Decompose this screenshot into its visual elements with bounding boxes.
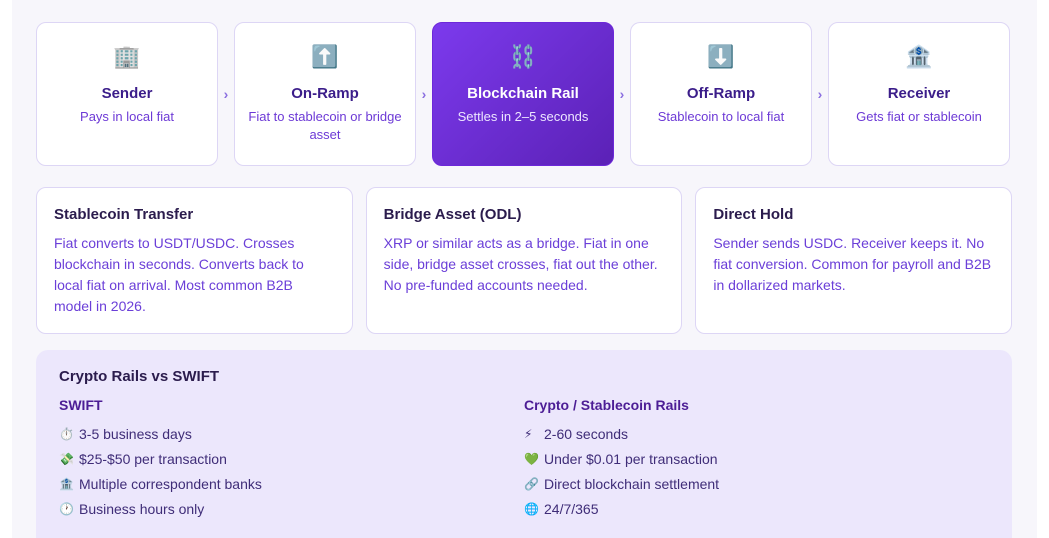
flow-step-on-ramp: ⬆️ On-Ramp Fiat to stablecoin or bridge …: [234, 22, 416, 166]
stopwatch-icon: ⏱️: [59, 426, 74, 441]
list-item-text: Multiple correspondent banks: [79, 475, 262, 492]
step-subtitle: Fiat to stablecoin or bridge asset: [248, 109, 402, 142]
list-item: 🏦 Multiple correspondent banks: [59, 471, 524, 496]
link-icon: 🔗: [524, 476, 539, 491]
chevron-right-icon: ›: [817, 86, 823, 102]
list-item: ⏱️ 3-5 business days: [59, 421, 524, 446]
list-item-text: Business hours only: [79, 500, 205, 517]
list-item: 🔗 Direct blockchain settlement: [524, 471, 989, 496]
flow-step-off-ramp: ⬇️ Off-Ramp Stablecoin to local fiat: [630, 22, 812, 166]
list-item-text: 3-5 business days: [79, 425, 192, 442]
step-title: Sender: [101, 85, 153, 102]
lightning-icon: ⚡: [524, 426, 533, 441]
step-title: Blockchain Rail: [467, 85, 579, 102]
card-text: Sender sends USDC. Receiver keeps it. No…: [713, 235, 992, 293]
card-title: Stablecoin Transfer: [54, 206, 194, 223]
model-cards: Stablecoin Transfer Fiat converts to USD…: [36, 187, 1013, 334]
column-heading: Crypto / Stablecoin Rails: [524, 397, 689, 413]
card-title: Direct Hold: [713, 206, 794, 223]
list-item-text: 24/7/365: [544, 500, 599, 517]
crypto-column: Crypto / Stablecoin Rails ⚡2-60 seconds …: [524, 397, 989, 521]
list-item-text: Under $0.01 per transaction: [544, 450, 718, 467]
clock-icon: 🕐: [59, 501, 74, 516]
card-text: XRP or similar acts as a bridge. Fiat in…: [383, 235, 658, 293]
swift-column: SWIFT ⏱️ 3-5 business days 💸 $25-$50 per t…: [59, 397, 524, 521]
list-item-text: Direct blockchain settlement: [544, 475, 720, 492]
card-bridge-asset: Bridge Asset (ODL) XRP or similar acts a…: [365, 187, 683, 334]
step-subtitle: Pays in local fiat: [80, 109, 174, 124]
bank-icon: 🏦: [59, 476, 74, 491]
green-heart-icon: 💚: [524, 451, 539, 466]
list-item-text: 2-60 seconds: [544, 425, 629, 442]
list-item: 🕐 Business hours only: [59, 496, 524, 521]
list-item: 💸 $25-$50 per transaction: [59, 446, 524, 471]
step-subtitle: Gets fiat or stablecoin: [856, 109, 982, 124]
column-heading: SWIFT: [59, 397, 103, 413]
up-arrow-icon: ⬆️: [311, 44, 339, 69]
payment-flow: 🏢 Sender Pays in local fiat › ⬆️ On-Ramp…: [36, 22, 1012, 166]
flow-step-blockchain-rail: ⛓️ Blockchain Rail Settles in 2–5 second…: [432, 22, 614, 166]
step-title: Off-Ramp: [686, 85, 756, 102]
card-title: Bridge Asset (ODL): [383, 206, 522, 223]
bank-icon: 🏦: [905, 44, 933, 69]
step-subtitle: Settles in 2–5 seconds: [457, 109, 589, 124]
list-item: ⚡ 2-60 seconds: [524, 421, 989, 446]
comparison-panel: Crypto Rails vs SWIFT SWIFT ⏱️ 3-5 busine…: [36, 350, 1012, 538]
chevron-right-icon: ›: [619, 86, 625, 102]
office-building-icon: 🏢: [113, 44, 141, 69]
money-with-wings-icon: 💸: [59, 451, 74, 466]
flow-step-receiver: 🏦 Receiver Gets fiat or stablecoin: [828, 22, 1010, 166]
step-subtitle: Stablecoin to local fiat: [657, 109, 785, 124]
card-direct-hold: Direct Hold Sender sends USDC. Receiver …: [695, 187, 1013, 334]
flow-step-sender: 🏢 Sender Pays in local fiat: [36, 22, 218, 166]
list-item: 💚 Under $0.01 per transaction: [524, 446, 989, 471]
down-arrow-icon: ⬇️: [707, 44, 735, 69]
chain-icon: ⛓️: [509, 44, 537, 69]
globe-icon: 🌐: [524, 501, 539, 516]
chevron-right-icon: ›: [223, 86, 229, 102]
step-title: On-Ramp: [291, 85, 359, 102]
step-title: Receiver: [887, 85, 951, 102]
list-item: 🌐 24/7/365: [524, 496, 989, 521]
chevron-right-icon: ›: [421, 86, 427, 102]
card-text: Fiat converts to USDT/USDC. Crosses bloc…: [54, 235, 304, 314]
comparison-title: Crypto Rails vs SWIFT: [59, 368, 220, 385]
card-stablecoin-transfer: Stablecoin Transfer Fiat converts to USD…: [36, 187, 353, 334]
list-item-text: $25-$50 per transaction: [79, 450, 227, 467]
